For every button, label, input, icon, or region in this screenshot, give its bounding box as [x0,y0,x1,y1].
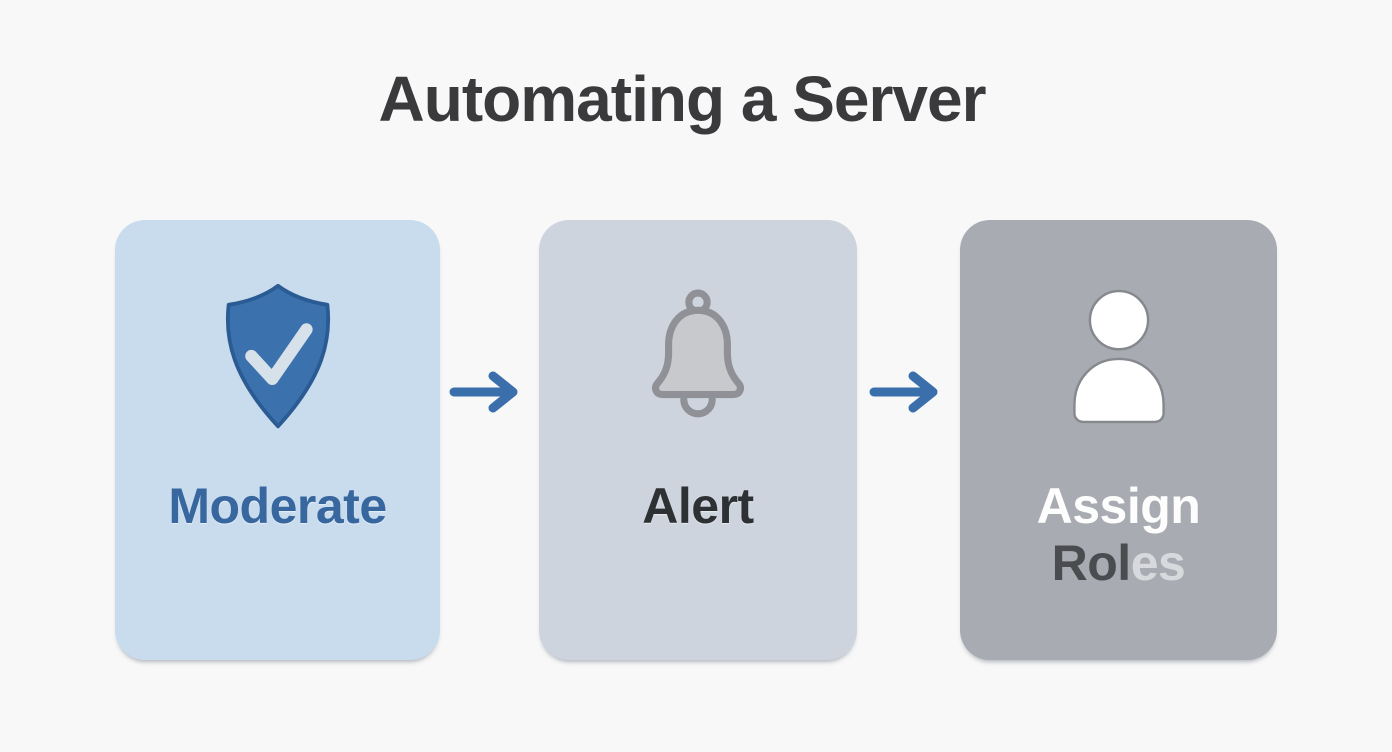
shield-check-svg [225,283,330,429]
person-icon [960,282,1277,432]
assign-roles-line2-dark: Rol [1051,535,1132,591]
card-alert: Alert [539,220,857,660]
card-moderate-label: Moderate [168,478,387,534]
card-assign-roles-label: Assign Roles [960,478,1277,592]
assign-roles-line1: Assign [1036,478,1201,534]
shield-check-icon [115,282,440,432]
bell-svg [652,289,744,418]
arrow-right-icon [869,371,938,413]
card-alert-label: Alert [642,478,754,534]
page-title: Automating a Server [378,63,987,135]
card-moderate: Moderate [115,220,440,660]
arrow-right-icon [449,371,518,413]
assign-roles-line2-light: es [1130,535,1186,591]
bell-icon [539,282,857,432]
person-svg [1072,289,1165,424]
card-assign-roles: Assign Roles [960,220,1277,660]
